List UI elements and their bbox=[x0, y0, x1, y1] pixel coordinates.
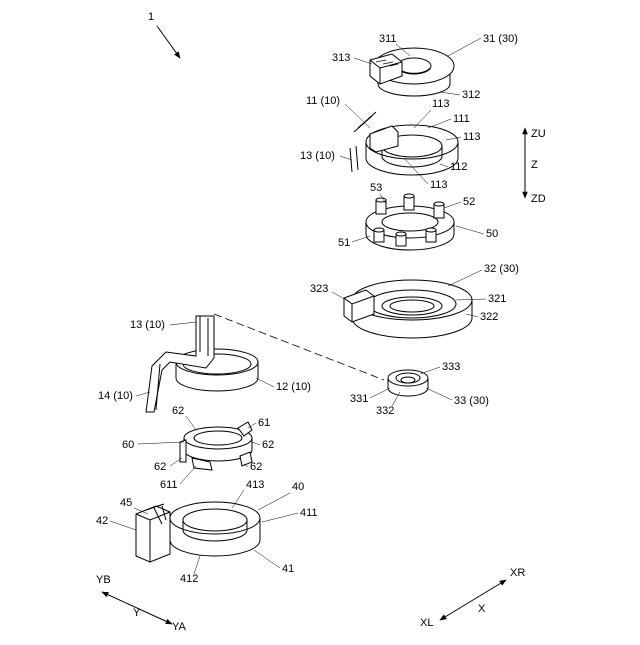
label-33: 33 (30) bbox=[454, 395, 489, 407]
label-13-top: 13 (10) bbox=[300, 150, 335, 162]
label-312: 312 bbox=[462, 89, 480, 101]
label-321: 321 bbox=[488, 293, 506, 305]
axis-x-arrow bbox=[440, 580, 506, 620]
label-322: 322 bbox=[480, 311, 498, 323]
base-ring-32 bbox=[344, 280, 472, 338]
label-assembly: 1 bbox=[148, 11, 154, 23]
label-axis-zu: ZU bbox=[531, 128, 546, 140]
top-cap-31 bbox=[370, 48, 454, 96]
label-113-b: 113 bbox=[463, 131, 481, 143]
label-52: 52 bbox=[463, 196, 475, 208]
label-113-a: 113 bbox=[432, 98, 450, 110]
label-axis-xl: XL bbox=[420, 617, 433, 629]
label-13-mid: 13 (10) bbox=[130, 319, 165, 331]
bushing-33 bbox=[388, 370, 428, 396]
label-45: 45 bbox=[120, 497, 132, 509]
label-14: 14 (10) bbox=[98, 390, 133, 402]
label-41: 41 bbox=[282, 563, 294, 575]
label-611: 611 bbox=[160, 479, 178, 491]
label-50: 50 bbox=[486, 228, 498, 240]
spring-plate-60 bbox=[180, 422, 252, 470]
housing-40 bbox=[136, 502, 260, 562]
label-12: 12 (10) bbox=[276, 381, 311, 393]
label-31: 31 (30) bbox=[483, 33, 518, 45]
label-62-c: 62 bbox=[154, 461, 166, 473]
label-113-c: 113 bbox=[430, 179, 448, 191]
holder-50 bbox=[366, 194, 454, 250]
label-axis-ya: YA bbox=[172, 621, 187, 633]
label-411: 411 bbox=[300, 507, 318, 519]
label-412: 412 bbox=[180, 573, 198, 585]
label-axis-xr: XR bbox=[510, 567, 525, 579]
label-332: 332 bbox=[376, 405, 394, 417]
label-333: 333 bbox=[442, 361, 460, 373]
label-323: 323 bbox=[310, 283, 328, 295]
label-311: 311 bbox=[379, 33, 397, 45]
label-112: 112 bbox=[450, 161, 468, 173]
label-axis-yb: YB bbox=[96, 574, 111, 586]
label-42: 42 bbox=[96, 515, 108, 527]
label-axis-zd: ZD bbox=[531, 193, 546, 205]
label-53: 53 bbox=[370, 182, 382, 194]
label-331: 331 bbox=[350, 393, 368, 405]
label-32: 32 (30) bbox=[484, 263, 519, 275]
label-axis-z: Z bbox=[531, 159, 538, 171]
label-40: 40 bbox=[292, 481, 304, 493]
label-111: 111 bbox=[453, 113, 470, 125]
label-axis-x: X bbox=[478, 603, 486, 615]
label-60: 60 bbox=[122, 439, 134, 451]
label-413: 413 bbox=[246, 479, 264, 491]
label-11: 11 (10) bbox=[306, 95, 340, 107]
label-62-d: 62 bbox=[250, 461, 262, 473]
leader-assembly bbox=[157, 26, 180, 58]
label-axis-y: Y bbox=[133, 607, 141, 619]
label-62-b: 62 bbox=[262, 439, 274, 451]
coil-11 bbox=[350, 112, 458, 175]
label-313: 313 bbox=[332, 52, 350, 64]
label-51: 51 bbox=[338, 237, 350, 249]
label-61: 61 bbox=[258, 417, 270, 429]
label-62-a: 62 bbox=[172, 405, 184, 417]
